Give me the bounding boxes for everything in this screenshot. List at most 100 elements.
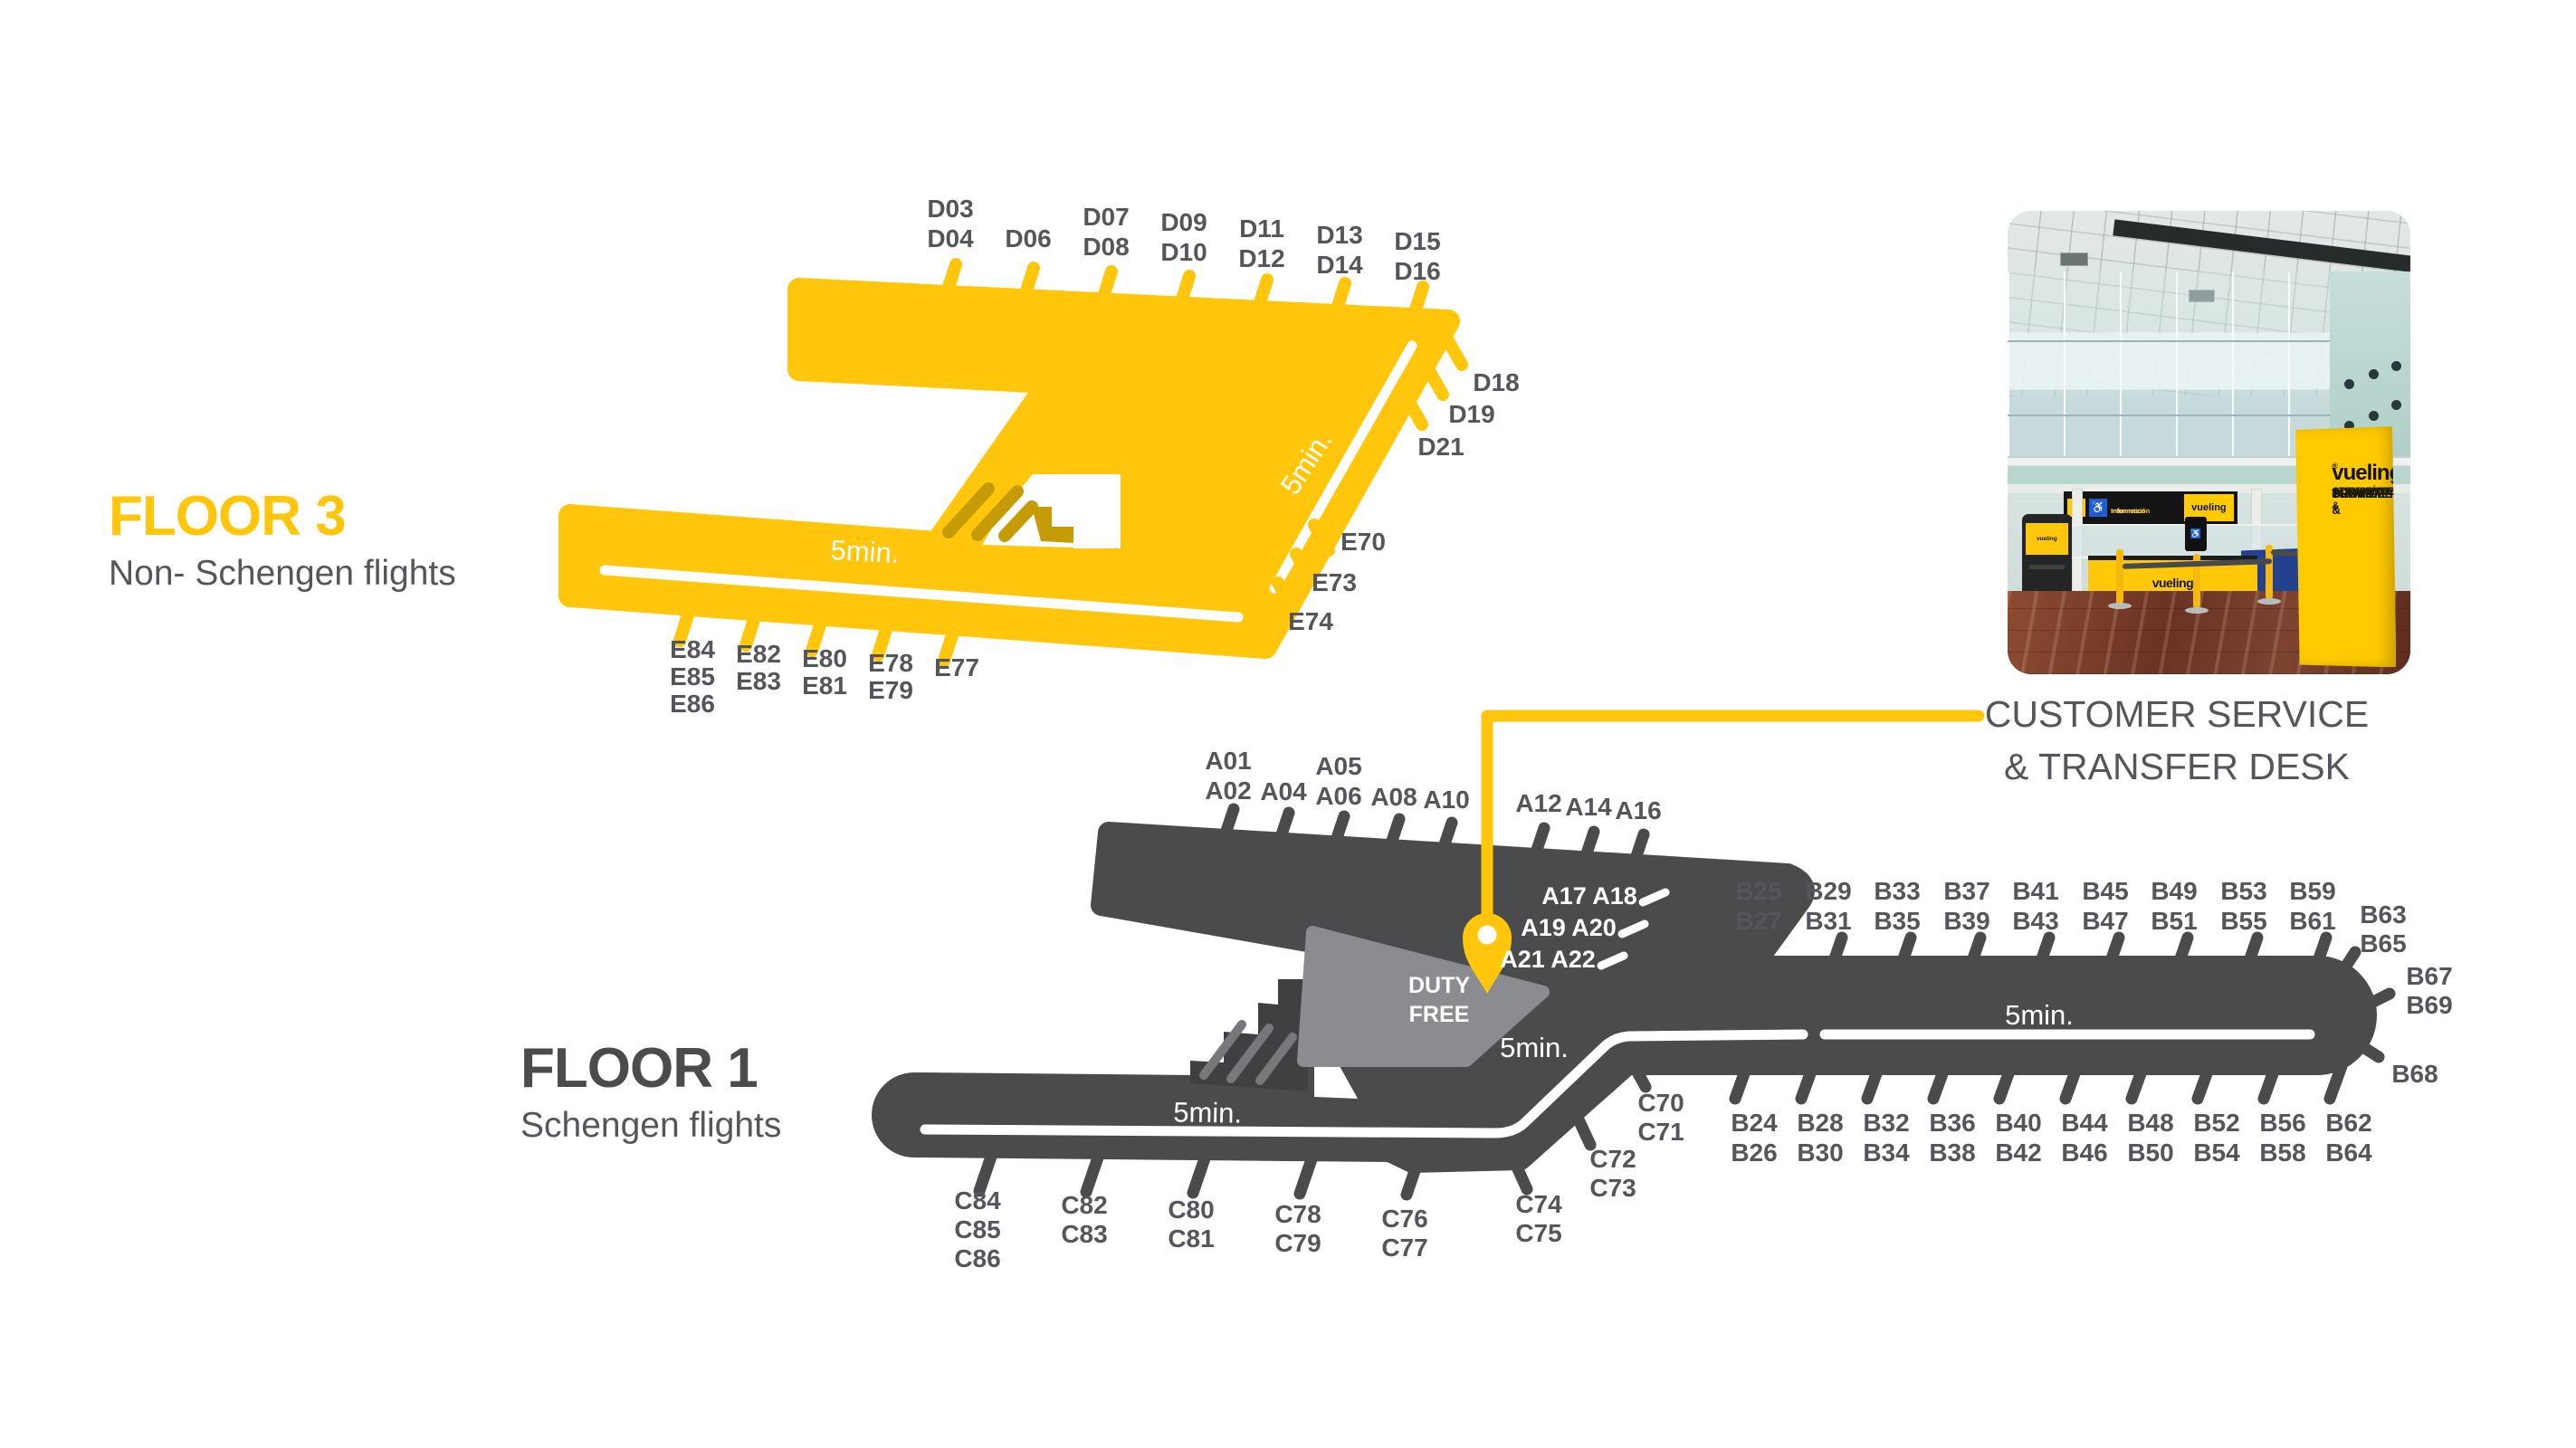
gate-label-line: D14 — [1316, 251, 1363, 279]
floor3-e-diag-label: E70 — [1340, 528, 1386, 556]
gate-label-line: E78 — [868, 649, 913, 677]
gate-label-line: B51 — [2151, 907, 2197, 935]
gate-label-line: E80 — [802, 644, 847, 672]
floor1-b-end-label: B68 — [2391, 1060, 2438, 1088]
gate-label-line: A12 — [1515, 789, 1561, 817]
floor3-e-diag-label: E74 — [1288, 607, 1333, 635]
floor1-subtitle: Schengen flights — [520, 1106, 782, 1145]
floor3-e-ticks — [806, 610, 829, 657]
gate-label-line: D18 — [1473, 368, 1519, 396]
gate-label-line: B34 — [1863, 1138, 1910, 1167]
sign-text-en: Information — [2111, 506, 2145, 515]
floor3-d-top-label: D06 — [1005, 224, 1051, 252]
gate-label-line: C70 — [1637, 1089, 1684, 1117]
gate-label-line: A17 A18 — [1541, 882, 1637, 910]
floor3-e-diag-ticks — [1272, 576, 1299, 614]
floor3-e-bottom-label: E77 — [934, 653, 979, 681]
gate-label-line: B26 — [1731, 1138, 1777, 1167]
gate-label-line: B33 — [1874, 877, 1920, 905]
stanchion-post — [2265, 544, 2273, 599]
kiosk-slot — [2028, 564, 2065, 570]
gate-label-line: C76 — [1381, 1205, 1427, 1233]
floor3-d-ticks — [939, 258, 962, 305]
floor1-b-pier-shape — [1618, 956, 2377, 1075]
floor3-title: FLOOR 3 — [109, 485, 347, 548]
floor3-e-ticks — [739, 605, 763, 652]
gate-label-line: D10 — [1160, 238, 1207, 266]
floor3-d-diag-ticks — [1441, 333, 1468, 371]
gate-label-line: B64 — [2325, 1138, 2372, 1167]
desk-brand-logo: vueling — [2151, 575, 2194, 590]
gate-label-line: A16 — [1615, 796, 1661, 824]
gate-label-line: B43 — [2012, 907, 2058, 935]
gate-label-line: B24 — [1731, 1109, 1778, 1137]
gate-label-line: A21 A22 — [1500, 946, 1596, 973]
floor3-d-diag-ticks — [1422, 363, 1449, 401]
gate-label-line: B27 — [1735, 907, 1781, 935]
gate-label-line: B45 — [2082, 877, 2128, 905]
gate-label-line: B42 — [1995, 1138, 2041, 1167]
floor1-b-bottom-ticks — [1795, 1060, 1819, 1105]
gate-label-line: E84 — [670, 635, 715, 663]
floor3-e-ticks — [673, 600, 697, 647]
walk-time-label: 5min. — [2005, 999, 2074, 1031]
kiosk-brand-logo: vueling — [2036, 535, 2057, 542]
floor3-stairs-step-shade — [1032, 507, 1073, 543]
floor3-d-diag-label: D18 — [1473, 368, 1519, 396]
floor1-a-dashes — [1638, 888, 1670, 907]
sign-text-es: Información — [2111, 506, 2151, 515]
floor3-d-diag-label: D19 — [1448, 400, 1494, 428]
floor1-a-top-label: A12 — [1515, 789, 1561, 817]
floor1-a-ticks — [1435, 816, 1458, 862]
glass-rail — [2008, 340, 2410, 343]
floor1-a-ticks — [1527, 822, 1550, 867]
floor1-a-inner-label: A19 A20 — [1521, 914, 1617, 941]
gate-label-line: B35 — [1874, 907, 1920, 935]
gate-label-line: B56 — [2259, 1109, 2305, 1137]
floor1-b-bottom-ticks — [2059, 1060, 2084, 1105]
floor1-b-bottom-ticks — [2257, 1060, 2282, 1105]
floor1-b-top-ticks — [2310, 931, 2333, 973]
gate-label-line: B67 — [2406, 962, 2452, 990]
floor1-a-inner-label: A17 A18 — [1541, 882, 1637, 910]
floor1-c-ticks — [1293, 1153, 1318, 1200]
gate-label-line: A05 — [1315, 752, 1361, 780]
gate-label-line: A10 — [1423, 786, 1469, 814]
kiosk-screen: vueling — [2026, 522, 2068, 555]
floor3-d-ticks — [1328, 277, 1351, 324]
floor1-a-ticks — [1216, 803, 1240, 848]
gate-label-line: B39 — [1943, 907, 1989, 935]
gate-label-line: D03 — [927, 195, 973, 223]
floor1-c-pier-shape — [872, 1072, 1527, 1163]
gate-label-line: C82 — [1061, 1191, 1107, 1219]
gate-label-line: C80 — [1168, 1196, 1214, 1224]
floor1-b-bottom-ticks — [2323, 1060, 2348, 1105]
gate-label-line: B55 — [2220, 907, 2266, 935]
gate-label-line: C81 — [1168, 1224, 1214, 1253]
floor3-d-ticks — [1172, 270, 1196, 317]
gate-label-line: B63 — [2360, 900, 2406, 929]
accessibility-placard: ♿ — [2184, 516, 2208, 552]
floor1-c-ticks — [1187, 1152, 1211, 1199]
duty-free-label-line2: FREE — [1409, 1002, 1470, 1027]
gate-label-line: B41 — [2012, 877, 2058, 905]
gate-label-line: D07 — [1083, 203, 1129, 231]
floor1-a-ticks — [1627, 828, 1650, 873]
gate-label-line: E85 — [670, 662, 715, 691]
floor3-stairs-cutout-steps — [1033, 474, 1121, 548]
floor1-route-line-c-to-b — [920, 1029, 1808, 1138]
gate-label-line: B25 — [1735, 877, 1781, 905]
gate-label-line: D04 — [927, 224, 974, 252]
gate-label-line: D06 — [1005, 224, 1051, 252]
